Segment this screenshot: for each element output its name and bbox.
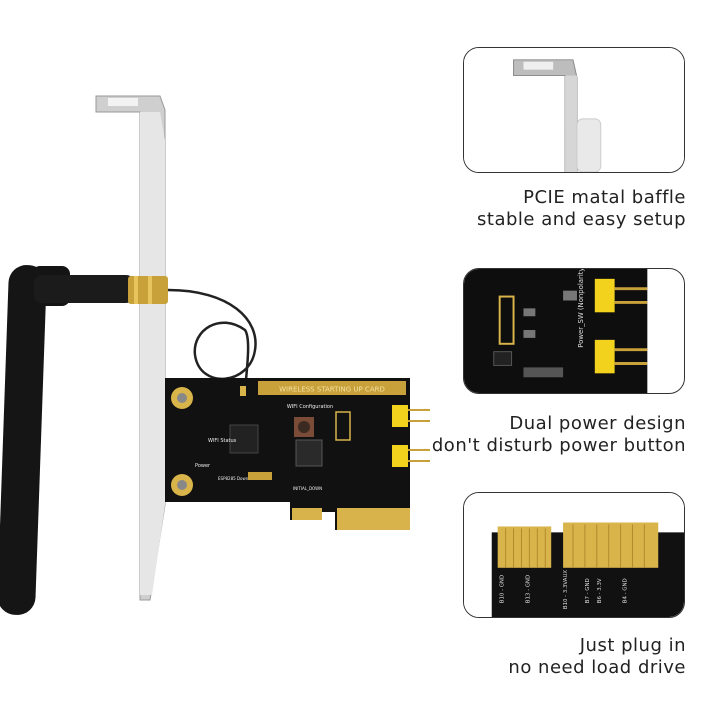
esp-label: ESP8285 Download bbox=[218, 476, 257, 481]
caption-line: PCIE matal baffle bbox=[523, 187, 686, 208]
reset-label: INITIAL_DOWN bbox=[293, 486, 322, 491]
caption-line: Just plug in bbox=[579, 635, 686, 656]
pin-label: B10 - GND bbox=[500, 575, 506, 603]
feature-caption-power: Dual power design don't disturb power bu… bbox=[432, 413, 686, 457]
pin-label: B13 - GND bbox=[525, 575, 531, 603]
caption-line: stable and easy setup bbox=[477, 209, 686, 230]
pin-label: B6 - 3.3V bbox=[597, 578, 603, 603]
pin-label: B10 - 3.3VAUX bbox=[563, 570, 569, 610]
power-label: Power bbox=[195, 463, 211, 469]
pin-label: B4 - GND bbox=[623, 578, 629, 603]
antenna bbox=[0, 265, 168, 615]
wifi-config-label: WIFI Configuration bbox=[287, 404, 333, 410]
wireless-startup-card: WIRELESS STARTING UP CARD WIFI Configura… bbox=[165, 378, 430, 530]
gold-finger-closeup: B10 - GND B13 - GND B10 - 3.3VAUX B7 - G… bbox=[463, 492, 685, 618]
caption-line: Dual power design bbox=[509, 413, 686, 434]
nonpolarity-label: Power_SW (Nonpolarity) bbox=[577, 269, 585, 348]
product-photo: WIRELESS STARTING UP CARD WIFI Configura… bbox=[0, 95, 430, 615]
feature-caption-bracket: PCIE matal baffle stable and easy setup bbox=[477, 187, 686, 231]
caption-line: no need load drive bbox=[508, 657, 686, 678]
power-header-closeup: Power_SW (Nonpolarity) bbox=[463, 268, 685, 394]
pin-label: B7 - GND bbox=[585, 578, 591, 603]
feature-caption-plug: Just plug in no need load drive bbox=[508, 635, 686, 679]
caption-line: don't disturb power button bbox=[431, 435, 686, 456]
pcie-metal-bracket bbox=[95, 95, 166, 601]
card-title-label: WIRELESS STARTING UP CARD bbox=[279, 386, 385, 394]
bracket-closeup bbox=[463, 47, 685, 173]
wifi-status-label: WIFI Status bbox=[208, 438, 237, 444]
